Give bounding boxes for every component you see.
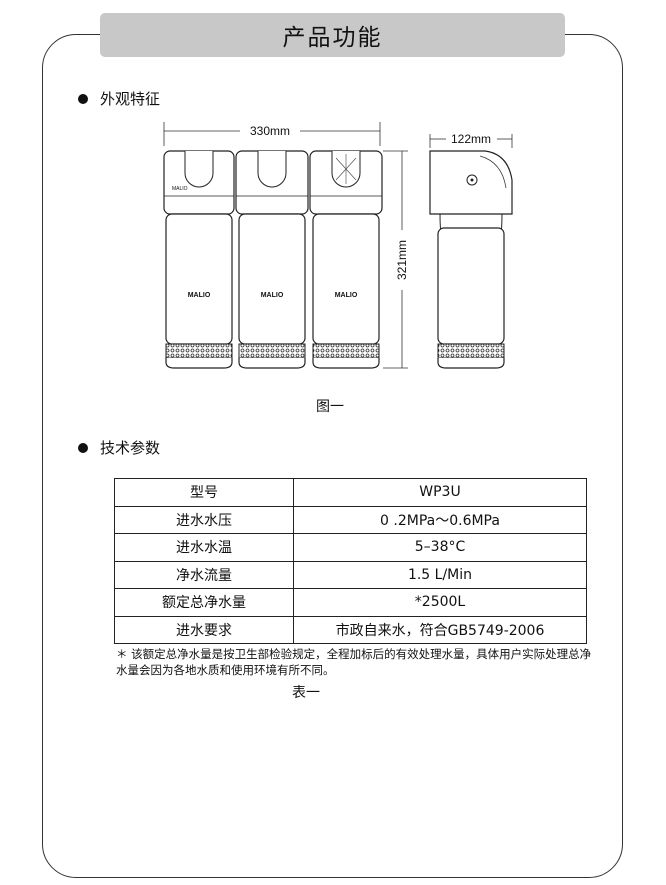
table-footnote: ＊ 该额定总净水量是按卫生部检验规定，全程加标后的有效处理水量，具体用户实际处理… [116,647,592,677]
spec-value: 0 .2MPa～0.6MPa [293,505,587,534]
brand-label: MALIO [261,292,284,299]
figure-caption: 图一 [316,399,344,415]
height-dimension: 321mm [383,150,409,369]
height-label: 321mm [395,240,409,280]
title-banner: 产品功能 [100,13,565,57]
section-tech-title: 技术参数 [100,439,161,457]
spec-value: 1.5 L/Min [293,560,587,589]
filter-unit-2: MALIO [235,150,309,369]
filter-unit-3: MALIO [309,150,383,369]
spec-key: 净水流量 [114,560,294,589]
spec-key: 进水水压 [114,505,294,534]
table-row: 型号 WP3U [114,478,587,507]
spec-value: 5–38°C [293,533,587,562]
spec-value: *2500L [293,588,587,617]
side-view: 122mm [429,132,513,369]
bullet-icon [78,442,88,453]
page-title: 产品功能 [282,25,383,51]
filter-unit-1: MALIO MALIO [163,150,235,369]
spec-key: 型号 [114,478,294,507]
brand-label: MALIO [188,292,211,299]
spec-key: 额定总净水量 [114,588,294,617]
table-caption: 表一 [292,685,320,701]
bullet-icon [78,93,88,104]
section-tech: 技术参数 [78,437,160,458]
depth-label: 122mm [451,132,491,146]
spec-key: 进水要求 [114,615,294,644]
section-appearance: 外观特征 [78,88,160,109]
table-row: 进水水压 0 .2MPa～0.6MPa [114,505,587,534]
spec-value: WP3U [293,478,587,507]
section-appearance-title: 外观特征 [100,90,161,108]
table-row: 进水水温 5–38°C [114,533,587,562]
brand-label: MALIO [335,292,358,299]
spec-value: 市政自来水，符合GB5749-2006 [293,615,587,644]
spec-table: 型号 WP3U 进水水压 0 .2MPa～0.6MPa 进水水温 5–38°C … [114,478,587,644]
width-label: 330mm [250,124,290,138]
product-drawing: 330mm 321mm MALIO MALIO MALIO MALIO [163,122,513,369]
brand-label-small: MALIO [172,186,188,192]
table-row: 净水流量 1.5 L/Min [114,560,587,589]
table-row: 进水要求 市政自来水，符合GB5749-2006 [114,615,587,644]
table-row: 额定总净水量 *2500L [114,588,587,617]
spec-key: 进水水温 [114,533,294,562]
width-dimension: 330mm [163,122,381,146]
